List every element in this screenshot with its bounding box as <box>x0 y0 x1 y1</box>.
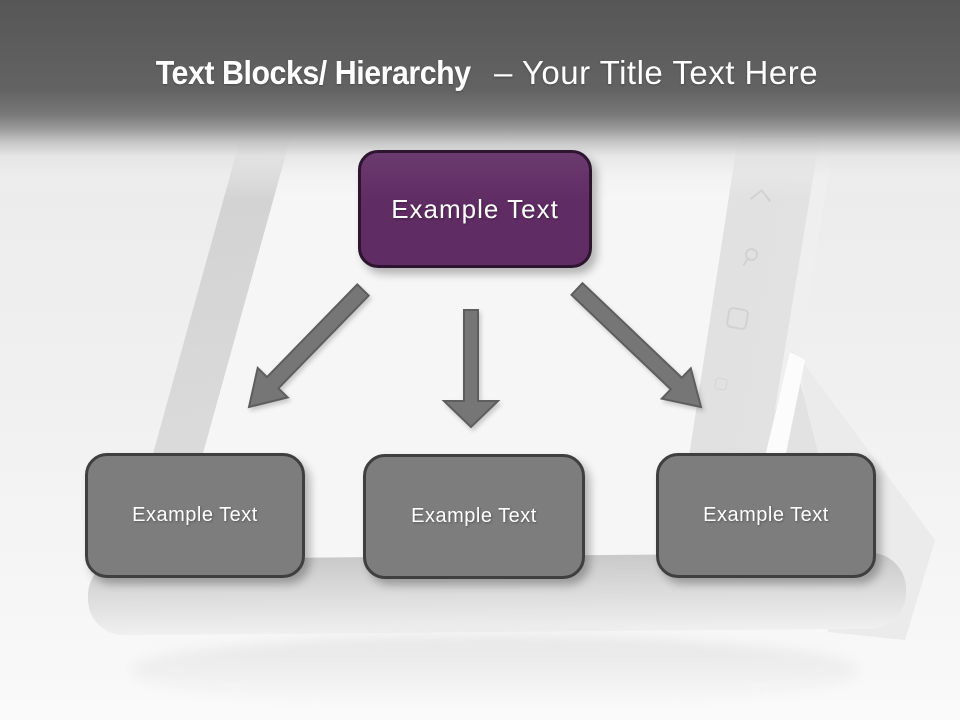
child-node-box-1[interactable]: Example Text <box>85 453 305 578</box>
root-node-box[interactable]: Example Text <box>358 150 592 268</box>
slide-title-bold: Text Blocks/ Hierarchy <box>155 54 471 91</box>
arrow-down-left <box>247 282 371 409</box>
child-node-box-2[interactable]: Example Text <box>363 454 585 579</box>
child-node-label: Example Text <box>703 504 829 526</box>
child-node-label: Example Text <box>411 505 537 527</box>
arrow-down <box>441 309 501 429</box>
child-node-label: Example Text <box>132 504 258 526</box>
slide-title-rest: – Your Title Text Here <box>484 54 819 91</box>
slide-title[interactable]: Text Blocks/ Hierarchy – Your Title Text… <box>0 52 960 94</box>
child-node-box-3[interactable]: Example Text <box>656 453 876 578</box>
arrow-down-right <box>570 281 703 409</box>
root-node-label: Example Text <box>391 193 559 224</box>
